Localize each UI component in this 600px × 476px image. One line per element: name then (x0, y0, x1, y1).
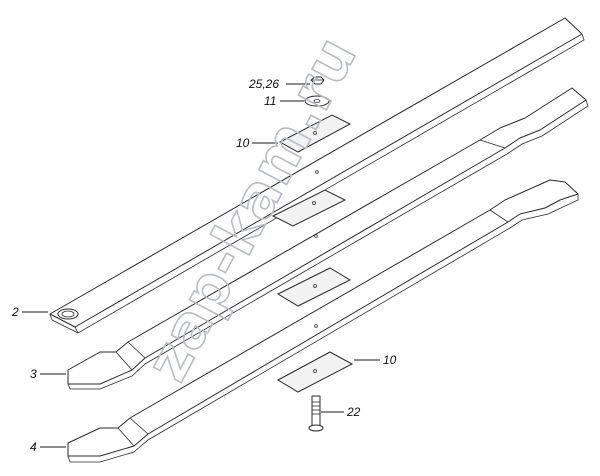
spring-leaf-4 (67, 179, 579, 463)
pad-between-3-4 (276, 267, 352, 307)
callout-22: 22 (346, 405, 361, 419)
washer-11 (304, 95, 330, 107)
callout-11: 11 (264, 94, 276, 108)
callout-4: 4 (30, 440, 37, 454)
pad-10-lower (276, 351, 354, 393)
spring-leaf-2 (49, 17, 585, 334)
center-bolt-22 (308, 395, 324, 432)
nut-25-26 (310, 76, 325, 85)
callout-10-lower: 10 (383, 353, 397, 367)
leader-lines (22, 83, 380, 448)
pad-10-upper (278, 114, 352, 153)
spring-leaf-3 (67, 87, 589, 390)
callout-3: 3 (30, 367, 37, 381)
callout-2: 2 (11, 305, 19, 319)
callout-10-upper: 10 (236, 136, 250, 150)
pad-between-2-3 (271, 189, 347, 227)
callout-25-26: 25,26 (248, 77, 279, 91)
